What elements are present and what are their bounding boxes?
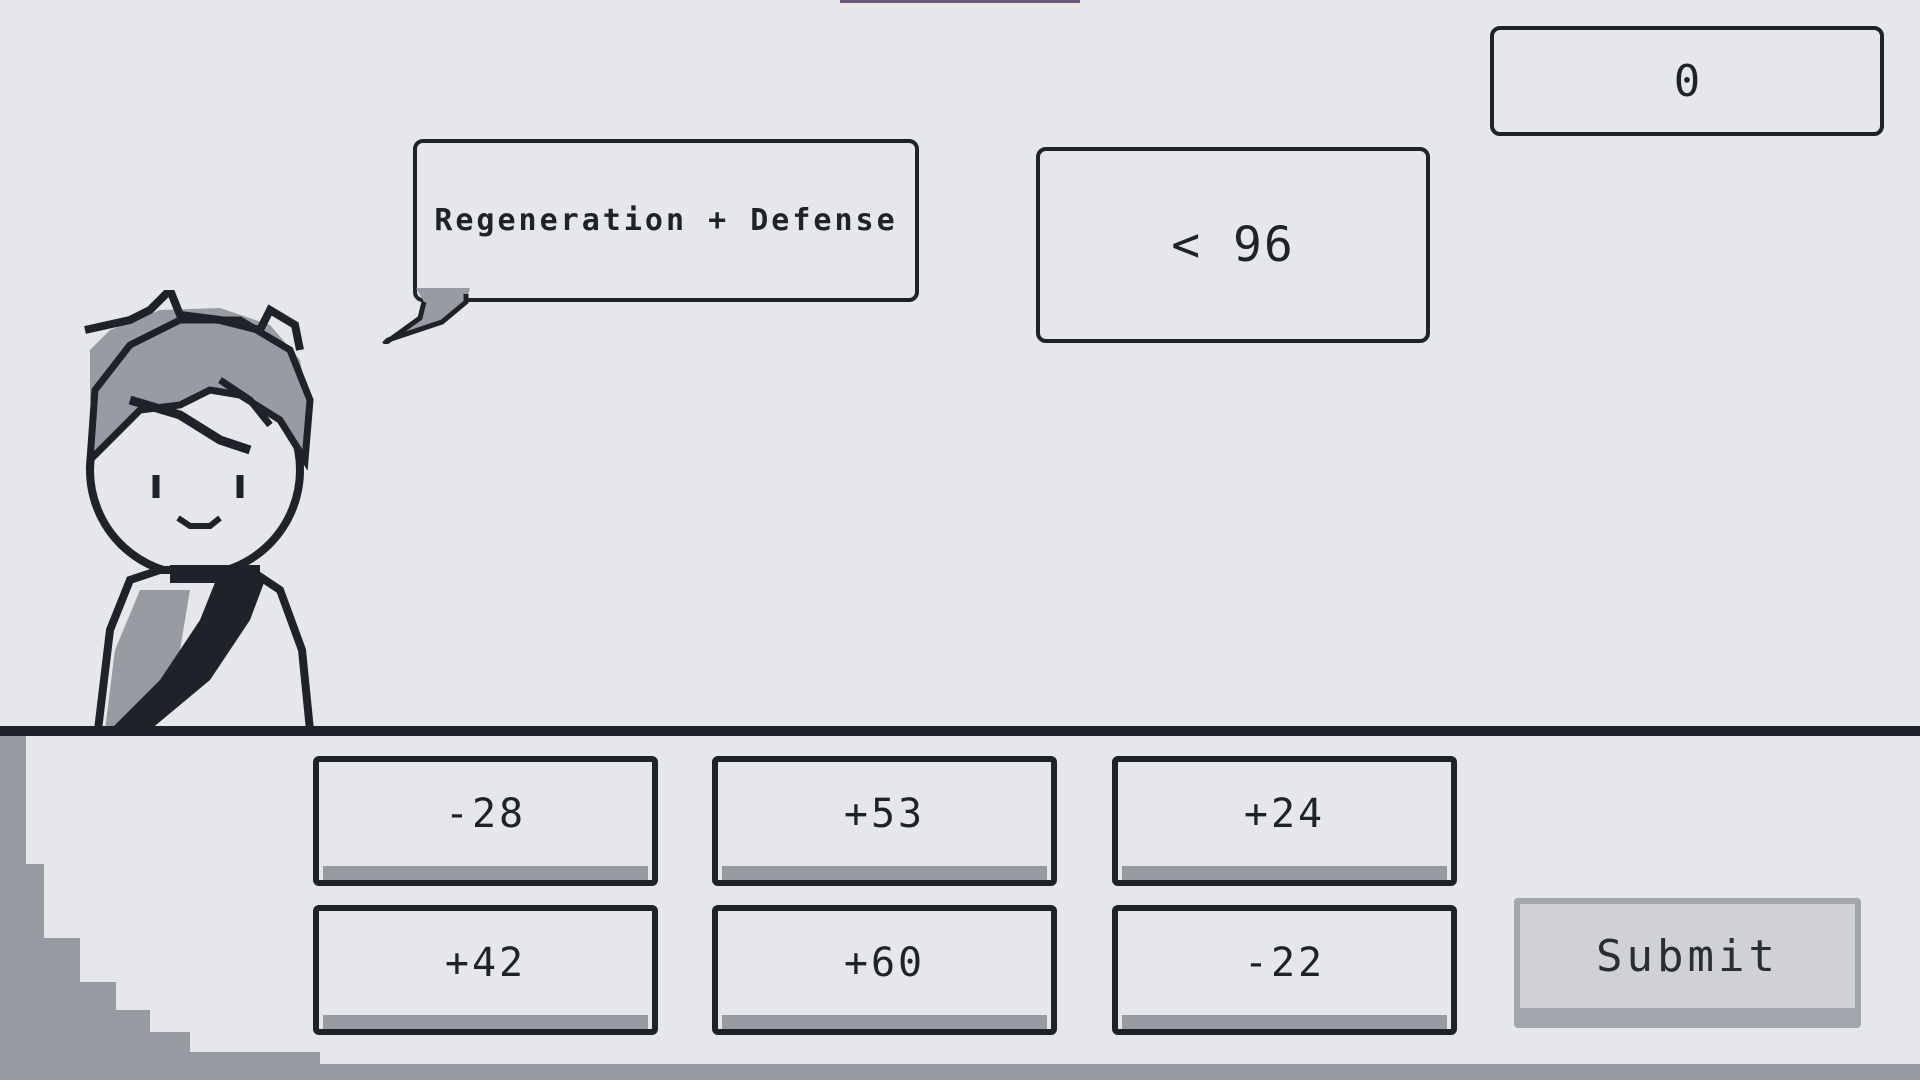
option-label: -28 <box>444 791 527 837</box>
target-comparator: < <box>1171 217 1203 273</box>
option-label: +42 <box>444 940 527 986</box>
option-label: +24 <box>1243 791 1326 837</box>
option-button-3[interactable]: +24 <box>1112 756 1457 886</box>
score-display: 0 <box>1490 26 1884 136</box>
target-value: 96 <box>1233 217 1295 273</box>
speech-bubble: Regeneration + Defense <box>413 139 919 302</box>
submit-button[interactable]: Submit <box>1514 898 1861 1028</box>
speech-text: Regeneration + Defense <box>434 203 898 238</box>
option-button-2[interactable]: +53 <box>712 756 1057 886</box>
ground-line <box>0 726 1920 736</box>
target-display: < 96 <box>1036 147 1430 343</box>
character-portrait <box>84 290 315 730</box>
top-edge-tab <box>840 0 1080 3</box>
option-button-6[interactable]: -22 <box>1112 905 1457 1035</box>
floor-shadow <box>0 736 320 1080</box>
option-label: -22 <box>1243 940 1326 986</box>
option-button-1[interactable]: -28 <box>313 756 658 886</box>
option-label: +53 <box>843 791 926 837</box>
option-button-5[interactable]: +60 <box>712 905 1057 1035</box>
submit-label: Submit <box>1596 930 1779 982</box>
option-label: +60 <box>843 940 926 986</box>
speech-bubble-tail <box>382 288 470 344</box>
bottom-strip <box>0 1064 1920 1080</box>
score-value: 0 <box>1673 55 1701 107</box>
option-button-4[interactable]: +42 <box>313 905 658 1035</box>
